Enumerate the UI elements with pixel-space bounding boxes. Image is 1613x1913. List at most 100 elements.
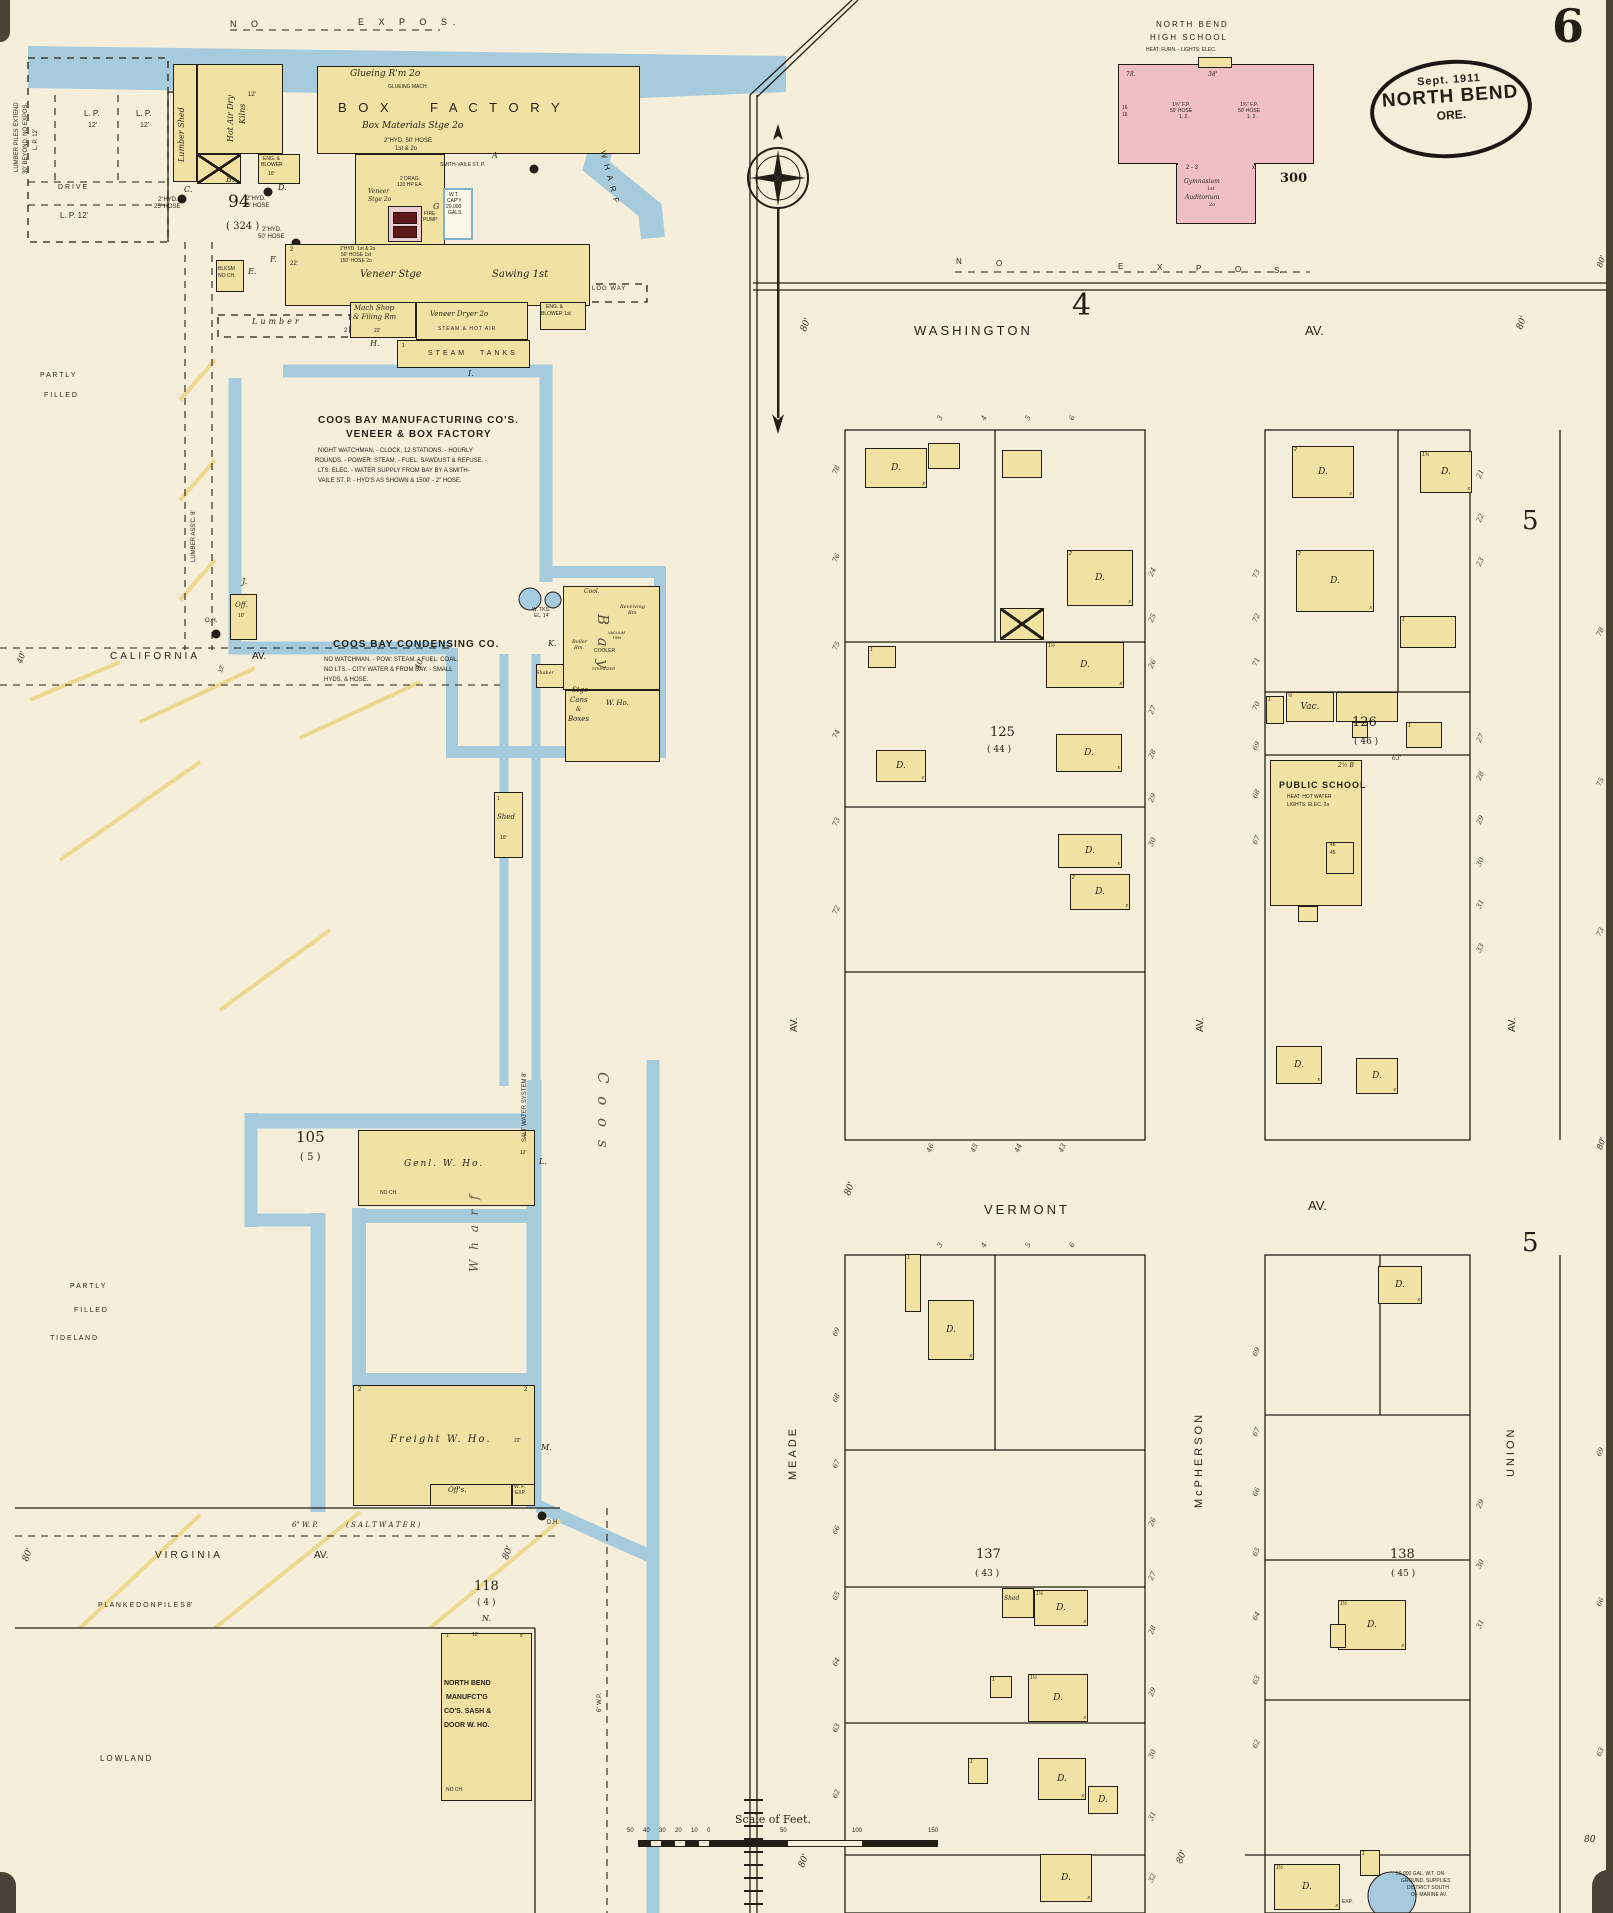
map-annotation: EXP.	[1342, 1899, 1353, 1905]
map-annotation: AV.	[1305, 323, 1324, 338]
map-annotation: LUMBER ASS'C. 8'	[191, 510, 197, 562]
map-annotation: 10'	[472, 1632, 479, 1638]
page-corner	[0, 0, 10, 42]
x-mark: x	[1369, 605, 1373, 611]
building-label: D.	[1294, 1060, 1304, 1070]
map-annotation: Shed	[1004, 1595, 1020, 1602]
water-tank-icon	[1367, 1871, 1417, 1913]
map-annotation: P L A N K E D O N P I L E S 8'	[98, 1602, 192, 1609]
map-annotation: ENG. &	[263, 156, 280, 162]
scale-bar-tick-label: 50	[780, 1828, 787, 1834]
map-annotation: 1. 2.	[1247, 114, 1257, 120]
map-annotation: OF MARINE AV.	[1411, 1892, 1448, 1898]
hydrant-icon	[211, 629, 221, 639]
map-annotation: AV.	[314, 1550, 329, 1561]
story-mark: 1	[970, 1759, 973, 1765]
x-mark: x	[1401, 1643, 1405, 1649]
steam-tanks	[397, 340, 530, 368]
map-annotation: L. P.	[84, 109, 100, 118]
map-annotation: 120 HP EA	[397, 182, 422, 188]
map-annotation: O	[996, 259, 1003, 268]
map-annotation: Veneer Dryer 2o	[430, 310, 489, 318]
building	[536, 664, 564, 688]
story-mark: 1	[1362, 1851, 1365, 1857]
x-mark: x	[1349, 491, 1353, 497]
map-annotation: 38'	[1208, 71, 1218, 78]
map-annotation: GROUND. SUPPLIES	[1401, 1878, 1451, 1884]
scale-bar-tick-label: 100	[852, 1828, 863, 1834]
map-annotation: NO WATCHMAN. - POW: STEAM. - FUEL: COAL.	[324, 657, 459, 663]
map-annotation: E	[1118, 262, 1124, 271]
building: 1	[1406, 722, 1442, 748]
story-mark: 1½	[1048, 643, 1055, 649]
map-annotation: ( 5 )	[300, 1152, 321, 1163]
x-mark: x	[969, 1353, 973, 1359]
map-annotation: O	[1235, 265, 1242, 274]
map-annotation: 126	[1352, 715, 1377, 730]
map-annotation: VERMONT	[984, 1202, 1070, 1217]
map-annotation: STERILIZER	[592, 666, 616, 671]
map-annotation: P A R T L Y	[40, 372, 76, 379]
map-annotation: F I L L E D	[74, 1307, 107, 1314]
building-label: D.	[1441, 467, 1451, 477]
map-annotation: D.	[278, 183, 287, 192]
map-annotation: 2 DRAG.	[400, 176, 421, 182]
map-annotation: 50' HOSE	[258, 234, 285, 240]
map-annotation: Rm.	[574, 645, 585, 651]
building-label: D.	[1056, 1603, 1066, 1613]
map-annotation: 22'	[374, 328, 381, 334]
map-annotation: PUBLIC SCHOOL	[1279, 780, 1367, 790]
planked-road-hatch	[213, 1510, 362, 1630]
map-annotation: 5	[1522, 1228, 1539, 1258]
building	[1352, 722, 1368, 738]
map-annotation: Cans	[570, 696, 588, 704]
building: 1	[868, 646, 896, 668]
map-annotation: A	[492, 151, 498, 160]
map-annotation: 137	[976, 1547, 1001, 1562]
building	[216, 260, 244, 292]
map-annotation: W. Ho.	[606, 699, 629, 707]
map-annotation: Receiving	[620, 604, 645, 610]
wharf-shed	[494, 792, 523, 858]
story-mark: 2	[1298, 551, 1301, 557]
map-annotation: HEAT: FURN. - LIGHTS: ELEC.	[1146, 47, 1217, 53]
block-outline	[1264, 429, 1471, 1141]
map-annotation: Rm	[628, 610, 637, 616]
map-annotation: VENEER & BOX FACTORY	[346, 429, 492, 440]
scale-bar-segment	[638, 1840, 650, 1847]
map-annotation: 1st	[1207, 186, 1215, 192]
map-annotation: ( 324 )	[226, 221, 260, 232]
map-annotation: Veneer Stge	[360, 269, 422, 280]
map-annotation: DISTRICT SOUTH	[1407, 1885, 1449, 1891]
building: 1	[905, 1254, 921, 1312]
map-annotation: x	[1252, 165, 1255, 171]
scale-bar-tick-label: 30	[659, 1828, 666, 1834]
map-annotation: 2"HYD.	[246, 196, 266, 202]
map-annotation: HEAT: HOT WATER	[1287, 794, 1332, 800]
map-annotation: 2	[358, 1387, 362, 1393]
map-annotation: L. P. 12'	[60, 211, 89, 220]
x-mark: x	[1335, 1903, 1339, 1909]
map-annotation: 25' HOSE	[154, 204, 181, 210]
map-annotation: Shed	[497, 813, 515, 821]
building: 1	[1360, 1850, 1380, 1876]
story-mark: 1	[1408, 723, 1411, 729]
map-annotation: Lumber	[252, 317, 302, 326]
lumber-shed	[173, 64, 197, 182]
map-annotation: L. P. 12'	[33, 128, 39, 150]
story-mark: 1¾	[1422, 452, 1429, 458]
map-annotation: 25' HOSE	[243, 203, 270, 209]
map-annotation: SMITH-VAILE ST. P.	[440, 162, 486, 168]
map-line	[749, 0, 853, 96]
story-mark: 1½	[1276, 1865, 1283, 1871]
map-annotation: CALIFORNIA	[110, 651, 201, 662]
sheet-number: 6	[1552, 0, 1585, 53]
map-annotation: DOOR W. HO.	[444, 1722, 490, 1729]
map-annotation: W. TKS.	[532, 607, 551, 613]
building-label: D.	[1061, 1873, 1071, 1883]
planked-road-hatch	[428, 1518, 562, 1630]
map-annotation: F A C T O R Y	[430, 100, 564, 115]
